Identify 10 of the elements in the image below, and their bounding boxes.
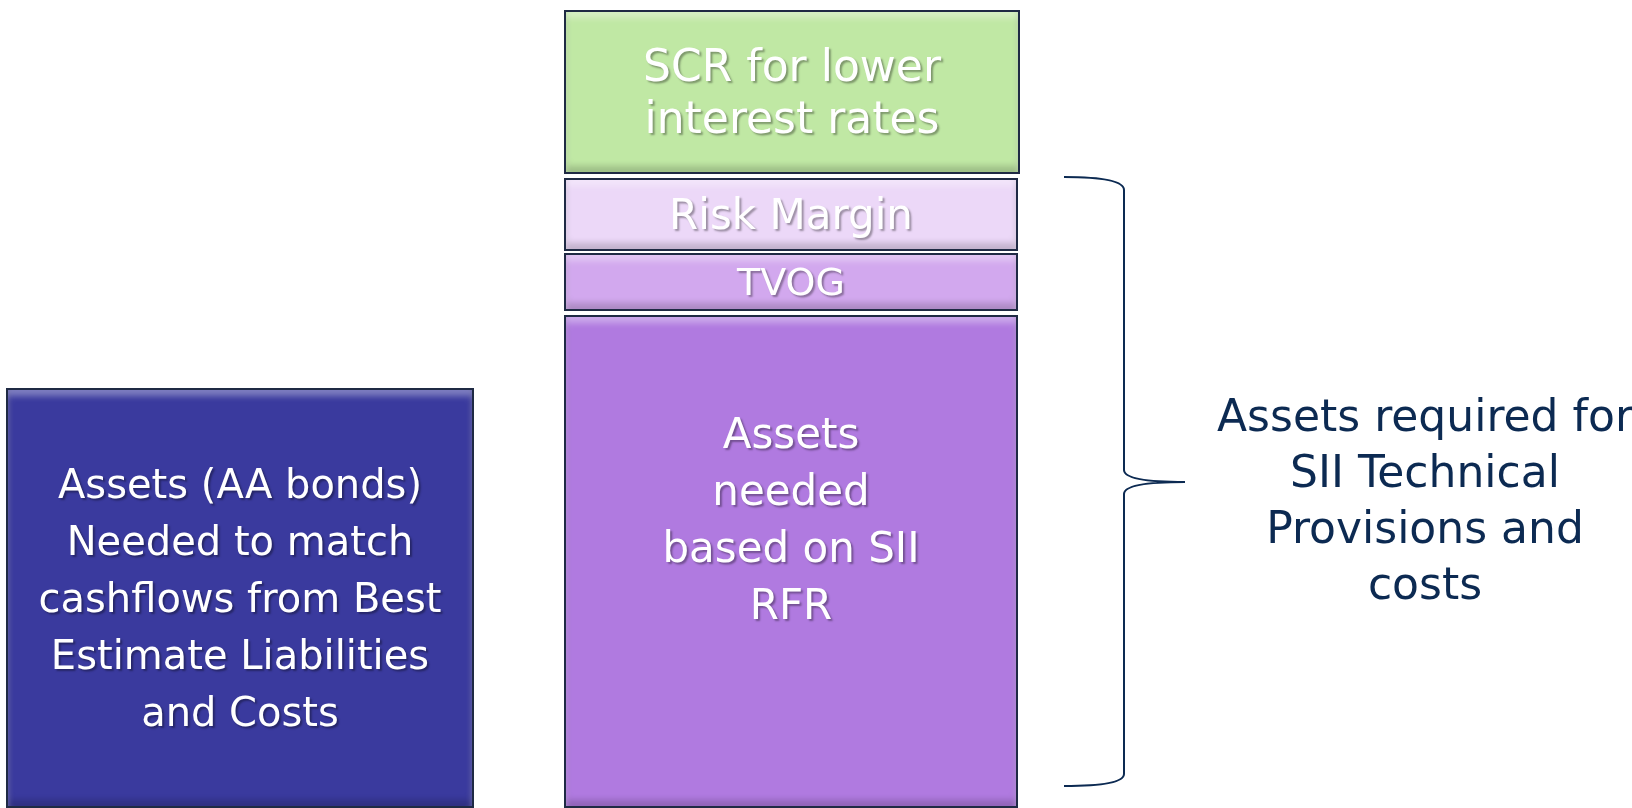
block-text: TVOG <box>737 260 845 304</box>
tvog-block <box>564 253 1018 311</box>
risk-margin-block <box>564 178 1018 251</box>
block-text: SCR for lower interest rates <box>642 40 942 144</box>
block-text: Assets (AA bonds) Needed to match cashflows from Best Estimate Liabilities and Costs <box>37 459 443 737</box>
block-text: Risk Margin <box>669 189 913 240</box>
block-text: Assets needed based on SII RFR <box>661 408 921 631</box>
asset-box <box>6 388 474 808</box>
scr-block <box>564 10 1020 174</box>
asset-block <box>564 315 1018 808</box>
